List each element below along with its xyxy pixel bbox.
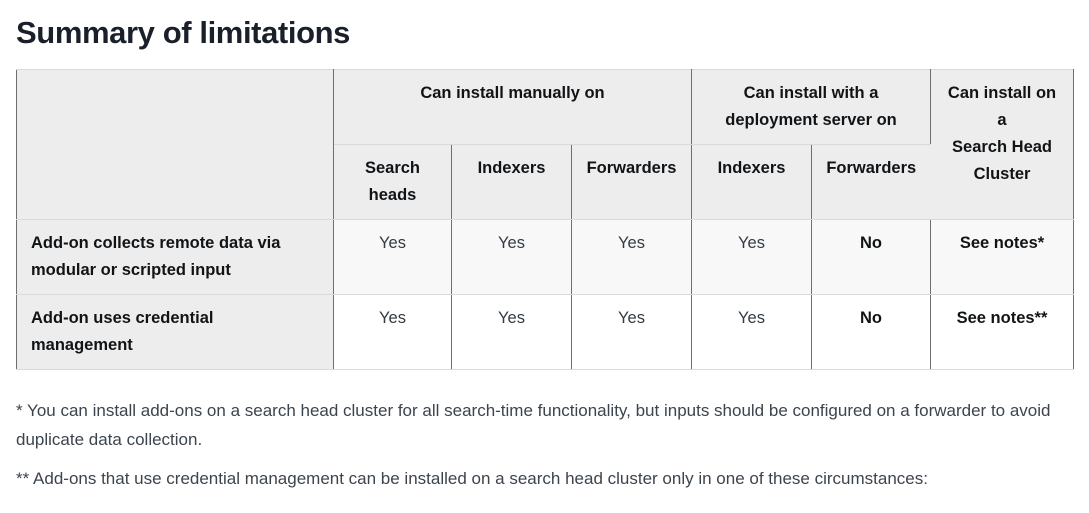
- row-label: Add-on collects remote data via modular …: [16, 219, 334, 295]
- group-header-deployment-server: Can install with a deployment server on: [691, 69, 932, 145]
- table-cell: Yes: [333, 219, 452, 295]
- footnote-search-head-cluster: * You can install add-ons on a search he…: [16, 396, 1073, 454]
- table-cell: No: [811, 219, 932, 295]
- table-cell: Yes: [691, 294, 812, 370]
- table-cell: See notes*: [930, 219, 1074, 295]
- column-header-indexers-deployment: Indexers: [691, 144, 812, 220]
- group-header-search-head-cluster: Can install on a Search Head Cluster: [930, 69, 1074, 220]
- table-cell: Yes: [333, 294, 452, 370]
- footnote-text: You can install add-ons on a search head…: [16, 401, 1051, 449]
- table-cell: Yes: [571, 294, 692, 370]
- table-cell: Yes: [691, 219, 812, 295]
- table-cell: Yes: [451, 294, 572, 370]
- table-cell: Yes: [451, 219, 572, 295]
- table-row-credential-management: Add-on uses credential management Yes Ye…: [16, 294, 1074, 370]
- table-row-modular-input: Add-on collects remote data via modular …: [16, 219, 1074, 295]
- limitations-table: Can install manually on Can install with…: [16, 69, 1075, 370]
- footnote-marker: **: [16, 469, 30, 488]
- table-cell: No: [811, 294, 932, 370]
- column-header-forwarders-deployment: Forwarders: [811, 144, 931, 220]
- table-header-sub-row: Search heads Indexers Forwarders Indexer…: [17, 144, 1074, 220]
- column-header-search-heads: Search heads: [333, 144, 452, 220]
- corner-cell: [16, 69, 334, 220]
- table-cell: Yes: [571, 219, 692, 295]
- column-header-forwarders-manual: Forwarders: [571, 144, 692, 220]
- footnote-credential-management: ** Add-ons that use credential managemen…: [16, 464, 1073, 493]
- footnote-marker: *: [16, 401, 23, 420]
- page-title: Summary of limitations: [16, 15, 350, 50]
- table-cell: See notes**: [930, 294, 1074, 370]
- footnote-text: Add-ons that use credential management c…: [33, 469, 928, 488]
- group-header-install-manually: Can install manually on: [333, 69, 692, 145]
- column-header-indexers-manual: Indexers: [451, 144, 572, 220]
- row-label: Add-on uses credential management: [16, 294, 334, 370]
- table-header-group-row: Can install manually on Can install with…: [16, 69, 1074, 220]
